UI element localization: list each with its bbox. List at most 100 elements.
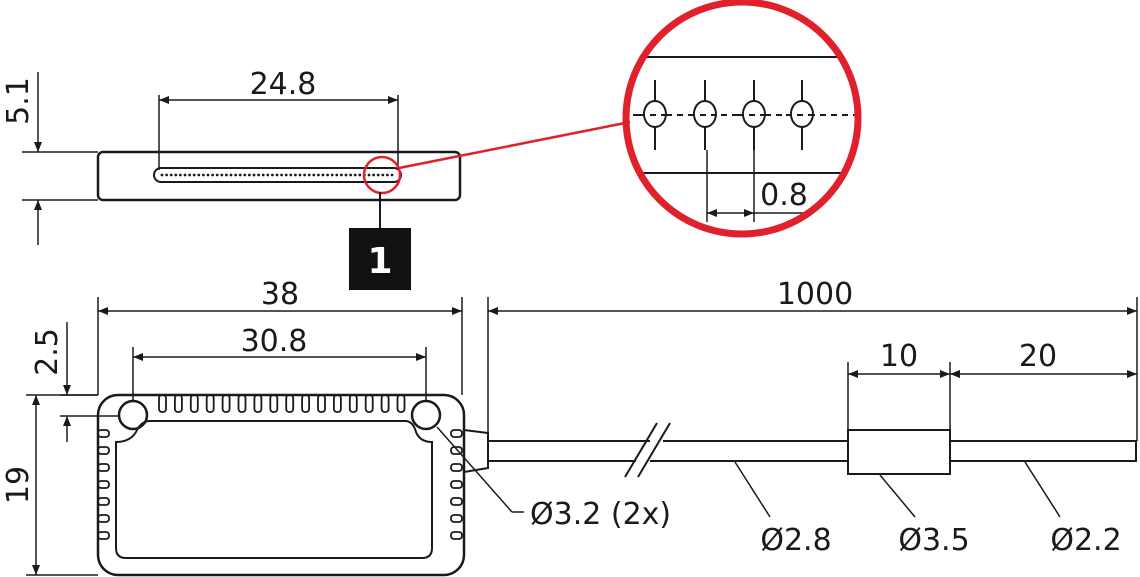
sensor-element-dot [372, 173, 375, 177]
dim-front-width-label: 38 [261, 277, 299, 312]
cable-view: 1000 10 20 Ø2.8 Ø3.5 Ø2.2 [463, 277, 1138, 558]
detail-circle [622, 0, 862, 238]
cooling-slot [221, 394, 231, 413]
sensor-element-dot [275, 173, 279, 177]
sensor-element-dot [289, 173, 293, 177]
detail-view: 0.8 [622, 0, 862, 238]
cooling-slot [450, 480, 463, 489]
sensor-element-dot [188, 173, 192, 177]
sensor-element-dot [238, 173, 242, 177]
sensor-element-dot [229, 173, 233, 177]
dim-pitch-label: 0.8 [760, 178, 808, 213]
cooling-slot [450, 514, 463, 523]
cooling-slot [332, 394, 342, 413]
detail-element-ring [642, 100, 667, 128]
cable-gland [463, 429, 489, 473]
sensor-element-dot [174, 173, 178, 177]
sensor-element-dot [160, 173, 164, 177]
cooling-slot [450, 497, 463, 506]
cable-break-2 [637, 422, 671, 478]
leader-tip [1024, 461, 1061, 518]
cooling-slot [396, 394, 406, 413]
callout-circle [362, 155, 402, 195]
sensor-element-dot [234, 173, 238, 177]
sensor-element-dot [197, 173, 201, 177]
sensor-element-dot [349, 173, 352, 177]
sensor-element-dot [312, 173, 316, 177]
cooling-slot [158, 394, 167, 413]
top-view-body [96, 150, 462, 202]
cable-diameter-label: Ø2.8 [760, 523, 831, 558]
detail-element-ring [692, 100, 717, 128]
sleeve-diameter-label: Ø3.5 [898, 523, 969, 558]
sensor-element-dot [358, 173, 362, 177]
tip-diameter-label: Ø2.2 [1050, 523, 1121, 558]
sensor-element-dot [367, 173, 371, 177]
sensor-element-dot [225, 173, 228, 177]
dim-hole-offset-label: 2.5 [30, 328, 65, 376]
cooling-slot [380, 394, 390, 413]
dim-hole-spacing-label: 30.8 [241, 324, 308, 359]
cooling-slot [237, 394, 247, 413]
cooling-slot [450, 463, 463, 472]
sensor-element-dot [257, 173, 260, 177]
sensor-element-dot [252, 173, 256, 177]
sensor-element-dot [321, 173, 325, 177]
callout-badge [349, 228, 411, 290]
sensor-element-dot [298, 173, 302, 177]
hole-diameter-label: Ø3.2 (2x) [530, 497, 671, 532]
cooling-slot [97, 429, 110, 438]
mounting-hole-right [410, 399, 442, 431]
sensor-element-dot [317, 173, 320, 177]
sensor-element-dot [344, 173, 348, 177]
cable-tip [950, 440, 1137, 462]
cooling-slot [450, 531, 463, 540]
cooling-slot [317, 394, 326, 413]
sensor-element-dot [220, 173, 224, 177]
detail-sensor-elements [639, 80, 818, 150]
cooling-slot [285, 394, 295, 413]
cooling-slot [450, 446, 463, 455]
sensor-element-dot [248, 173, 251, 177]
dim-top-height-label: 5.1 [1, 77, 36, 125]
housing-inner [115, 420, 433, 559]
cooling-slot [97, 531, 110, 540]
sensor-element-dot [266, 173, 270, 177]
sensor-element-dot [202, 173, 205, 177]
sensor-elements [160, 173, 394, 177]
cooling-slots-right [450, 429, 463, 540]
detail-element-ring [741, 100, 766, 128]
sensor-element-dot [376, 173, 380, 177]
sensor-element-dot [243, 173, 247, 177]
sensor-element-dot [179, 173, 182, 177]
sensor-element-dot [330, 173, 334, 177]
sensor-element-dot [271, 173, 274, 177]
dim-tip-label: 20 [1019, 339, 1057, 374]
sensor-element-dot [165, 173, 169, 177]
sensor-element-dot [215, 173, 219, 177]
cable-break-1 [624, 422, 658, 478]
cooling-slot [253, 394, 263, 413]
sensor-element-dot [386, 173, 389, 177]
cooling-slots-left [97, 429, 110, 540]
cooling-slot [348, 394, 358, 413]
detail-element-ring [789, 100, 814, 128]
sensor-element-dot [381, 173, 385, 177]
sensor-element-dot [169, 173, 173, 177]
front-view: 38 30.8 2.5 19 Ø3.2 (2x) [1, 277, 671, 577]
callout-number: 1 [367, 241, 392, 282]
leader-cable [734, 461, 771, 518]
sensor-element-dot [307, 173, 311, 177]
cooling-slot [189, 394, 199, 413]
sensor-element-dot [303, 173, 306, 177]
cooling-slot [97, 463, 110, 472]
dim-top-width-label: 24.8 [250, 67, 317, 102]
sensor-element-dot [206, 173, 210, 177]
dim-front-height-label: 19 [1, 466, 36, 504]
sensor-element-dot [280, 173, 283, 177]
dim-cable-length-label: 1000 [777, 277, 853, 312]
mounting-hole-left [117, 399, 149, 431]
sensor-element-dot [294, 173, 297, 177]
cooling-slot [97, 514, 110, 523]
